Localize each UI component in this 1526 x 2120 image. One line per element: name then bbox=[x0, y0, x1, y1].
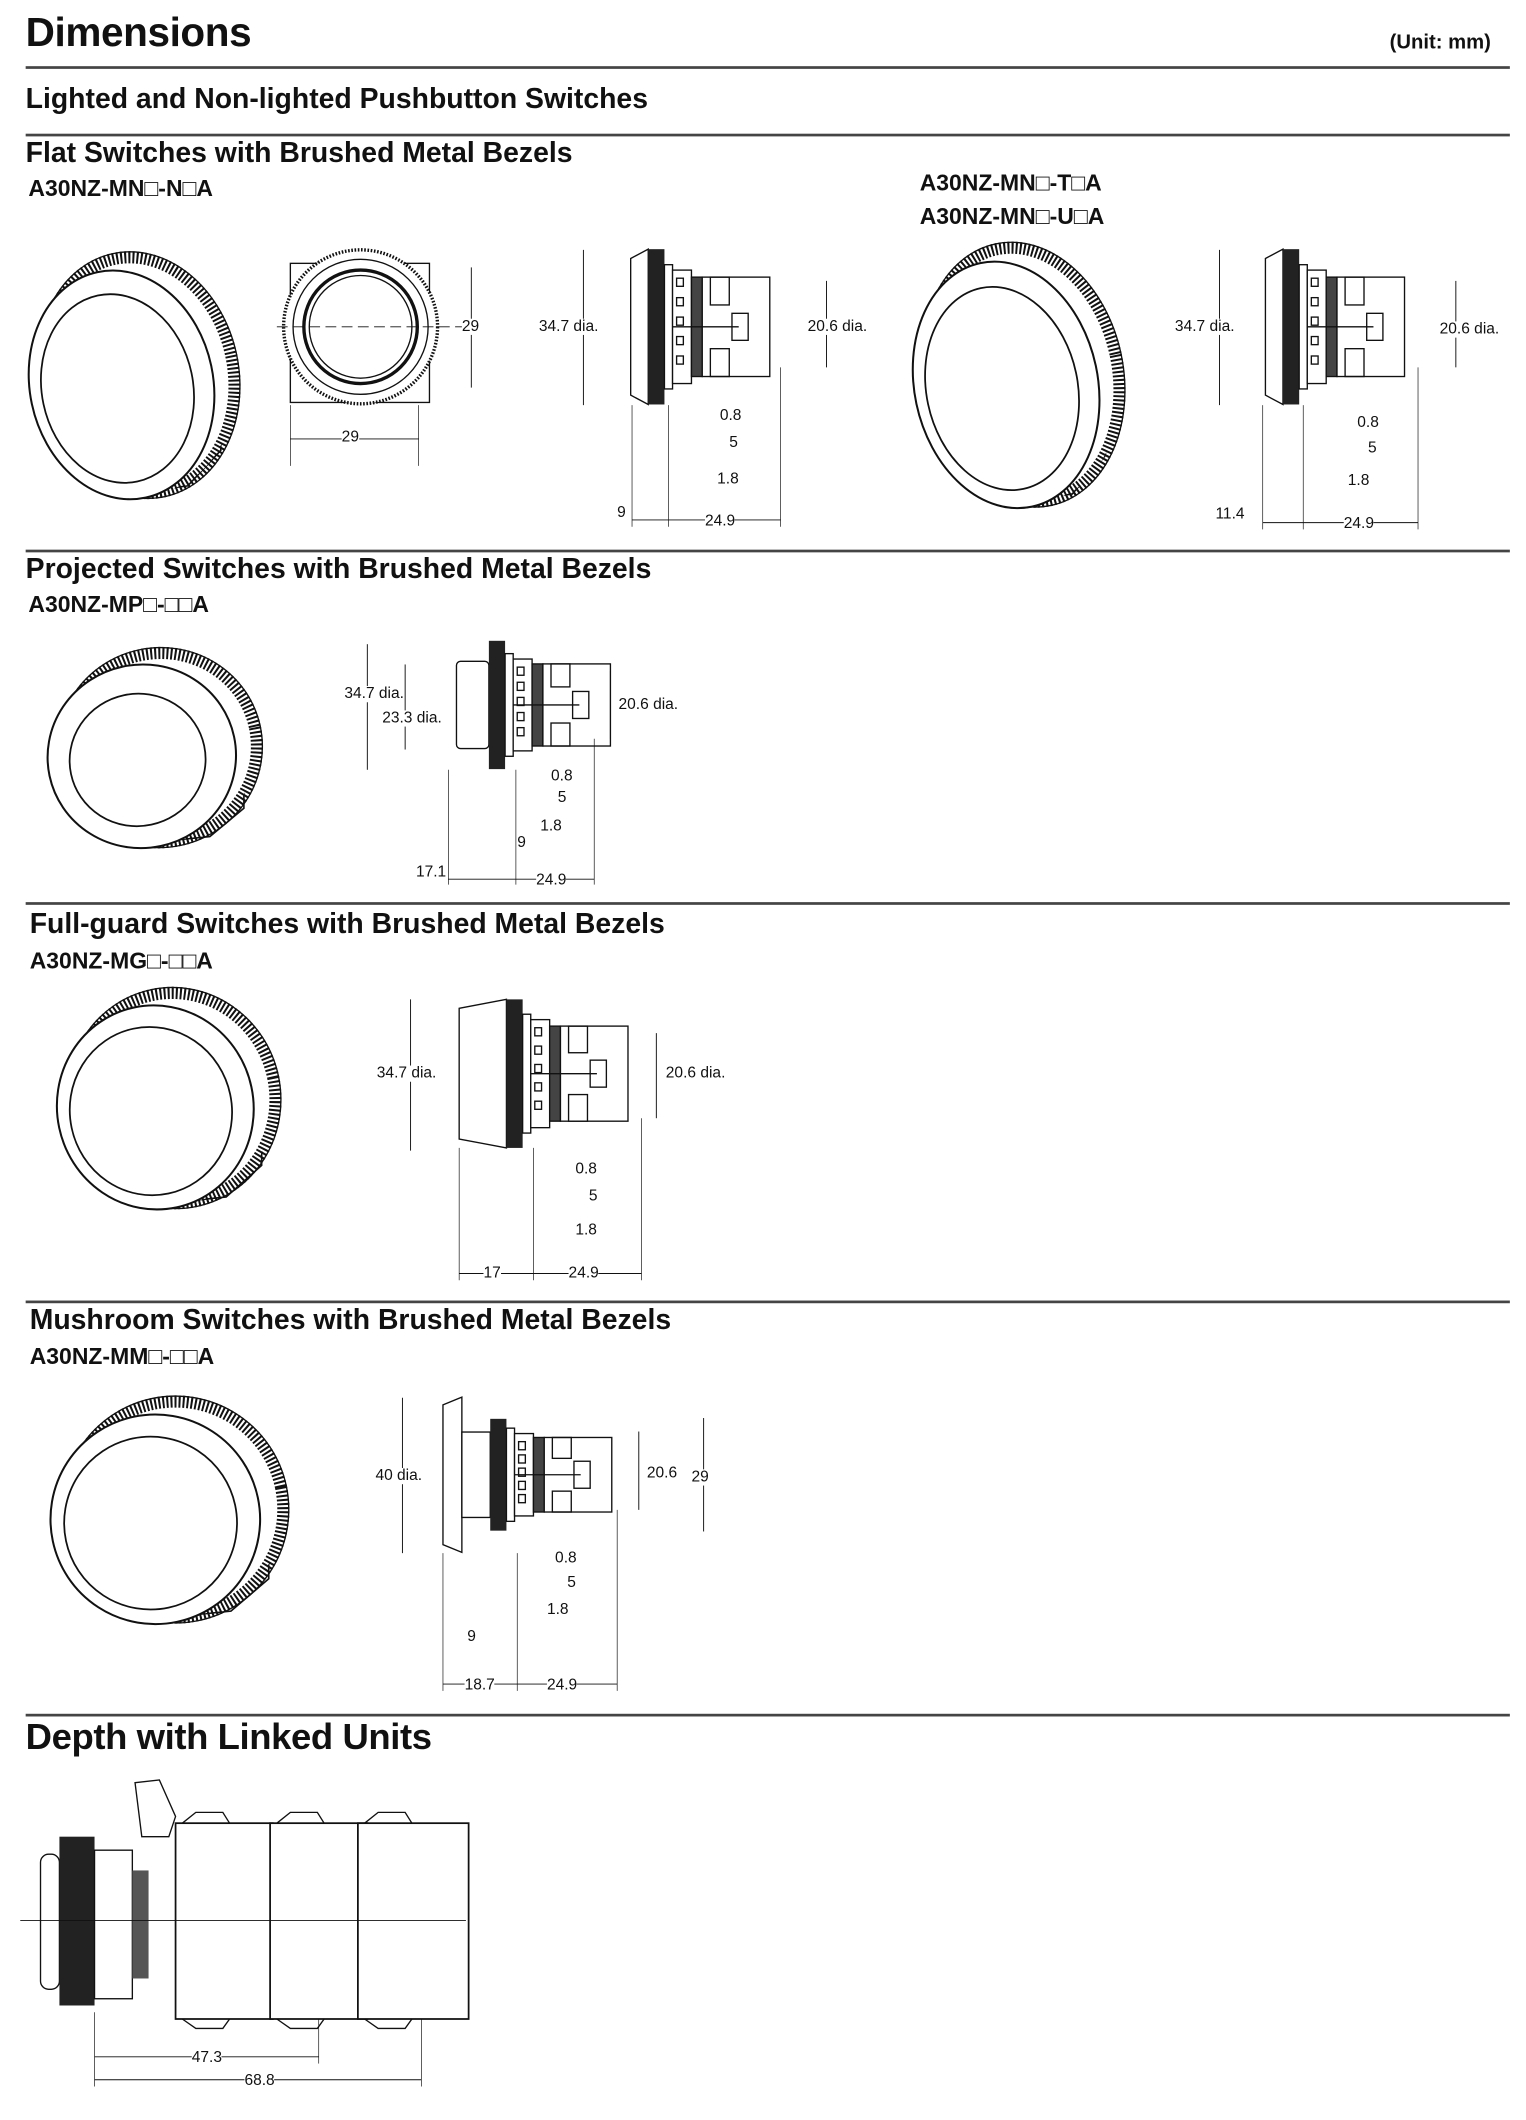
dim-label: 24.9 bbox=[1343, 515, 1374, 533]
knurled-bezel bbox=[490, 1418, 507, 1531]
dim-label: 34.7 dia. bbox=[538, 318, 599, 335]
dim-label: 0.8 bbox=[1357, 414, 1379, 431]
dim-label: 0.8 bbox=[719, 407, 742, 425]
knurled-bezel bbox=[1282, 249, 1300, 405]
dim-label: 40 dia. bbox=[375, 1467, 423, 1485]
model-number: A30NZ-MN□-N□A bbox=[28, 175, 213, 202]
dim-label: 1.8 bbox=[717, 471, 739, 488]
dim-label: 9 bbox=[517, 834, 526, 851]
divider bbox=[25, 902, 1510, 905]
dim-label: 17 bbox=[483, 1265, 501, 1282]
side-view-drawing bbox=[455, 640, 612, 770]
dim-label: 20.6 dia. bbox=[1439, 321, 1500, 338]
section-heading-linked: Depth with Linked Units bbox=[25, 1716, 432, 1758]
side-view-drawing bbox=[1264, 248, 1406, 406]
dim-label: 29 bbox=[341, 429, 359, 446]
dim-label: 17.1 bbox=[415, 864, 447, 881]
dim-label: 34.7 dia. bbox=[1174, 318, 1235, 335]
side-view-drawing bbox=[442, 1396, 613, 1554]
dim-label: 24.9 bbox=[546, 1677, 578, 1694]
model-number: A30NZ-MN□-T□A bbox=[919, 170, 1102, 196]
section-heading-fullguard: Full-guard Switches with Brushed Metal B… bbox=[29, 908, 665, 940]
divider bbox=[25, 133, 1510, 137]
dim-label: 0.8 bbox=[555, 1550, 577, 1567]
divider bbox=[25, 1300, 1510, 1304]
isometric-switch-drawing bbox=[46, 646, 264, 850]
isometric-switch-drawing bbox=[911, 241, 1126, 510]
model-number: A30NZ-MG□-□□A bbox=[29, 948, 213, 974]
dim-label: 20.6 dia. bbox=[807, 318, 868, 335]
dim-label: 1.8 bbox=[1347, 472, 1370, 489]
divider bbox=[25, 1713, 1510, 1717]
knurled-bezel bbox=[506, 999, 523, 1148]
isometric-switch-drawing bbox=[49, 1395, 290, 1626]
dim-label: 5 bbox=[557, 790, 567, 807]
divider bbox=[25, 549, 1510, 553]
model-number: A30NZ-MN□-U□A bbox=[919, 203, 1105, 230]
dim-label: 20.6 dia. bbox=[618, 696, 679, 714]
section-heading-mushroom: Mushroom Switches with Brushed Metal Bez… bbox=[29, 1304, 672, 1336]
dim-label: 5 bbox=[588, 1188, 598, 1205]
page-title: Dimensions bbox=[25, 10, 252, 56]
front-view-drawing bbox=[276, 248, 466, 406]
dim-label: 0.8 bbox=[575, 1161, 597, 1178]
dim-label: 18.7 bbox=[464, 1677, 495, 1694]
linked-units-drawing bbox=[20, 1779, 470, 2030]
dim-label: 9 bbox=[467, 1628, 476, 1645]
dim-label: 24.9 bbox=[704, 513, 736, 530]
dim-label: 29 bbox=[461, 318, 480, 335]
dim-label: 47.3 bbox=[191, 2050, 223, 2067]
model-number: A30NZ-MP□-□□A bbox=[28, 591, 210, 618]
section-heading-projected: Projected Switches with Brushed Metal Be… bbox=[25, 553, 652, 585]
dim-label: 68.8 bbox=[244, 2073, 275, 2090]
dim-label: 5 bbox=[1368, 440, 1377, 457]
isometric-switch-drawing bbox=[55, 986, 282, 1211]
dim-label: 34.7 dia. bbox=[344, 686, 404, 703]
section-heading-flat: Flat Switches with Brushed Metal Bezels bbox=[25, 137, 573, 169]
unit-note: (Unit: mm) bbox=[1389, 31, 1491, 55]
dim-label: 23.3 dia. bbox=[382, 710, 442, 727]
dim-label: 5 bbox=[567, 1574, 576, 1591]
dim-label: 9 bbox=[617, 505, 626, 522]
dim-label: 20.6 dia. bbox=[665, 1065, 726, 1082]
dim-label: 24.9 bbox=[568, 1265, 599, 1282]
dim-label: 0.8 bbox=[551, 768, 573, 785]
dim-label: 1.8 bbox=[546, 1601, 569, 1618]
dim-label: 11.4 bbox=[1215, 506, 1245, 523]
knurled-bezel bbox=[648, 249, 665, 405]
side-view-drawing bbox=[458, 998, 629, 1149]
category-heading: Lighted and Non-lighted Pushbutton Switc… bbox=[25, 83, 648, 115]
dim-label: 24.9 bbox=[536, 872, 567, 889]
dim-label: 1.8 bbox=[575, 1222, 597, 1239]
dim-label: 29 bbox=[691, 1469, 709, 1486]
dim-label: 34.7 dia. bbox=[376, 1065, 437, 1082]
divider bbox=[25, 66, 1510, 69]
isometric-switch-drawing bbox=[27, 251, 241, 501]
knurled-bezel bbox=[488, 640, 506, 770]
dim-label: 5 bbox=[729, 434, 738, 452]
dim-label: 20.6 bbox=[646, 1465, 678, 1482]
side-view-drawing bbox=[630, 248, 771, 406]
dim-label: 1.8 bbox=[540, 818, 562, 835]
model-number: A30NZ-MM□-□□A bbox=[29, 1343, 215, 1370]
